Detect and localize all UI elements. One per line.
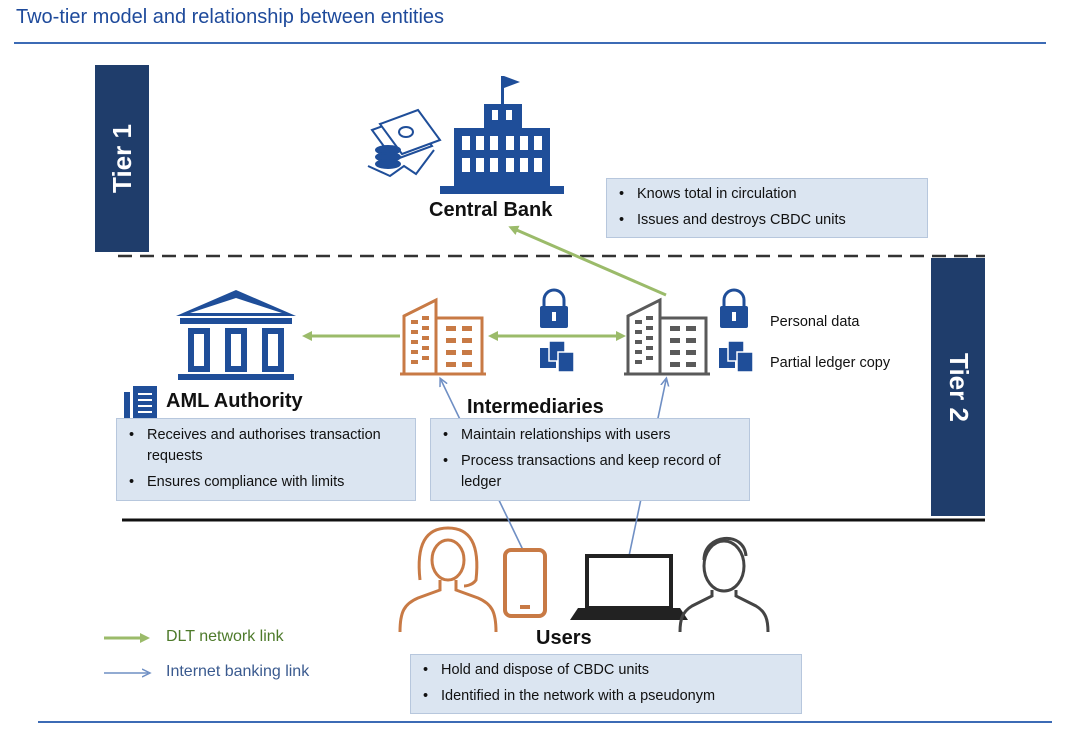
central-bank-info-box: Knows total in circulation Issues and de… (606, 178, 928, 238)
intermediary-building-icon-orange (400, 297, 486, 376)
title-divider (14, 42, 1046, 44)
dlt-link-central-bank (508, 225, 667, 297)
footer-divider (38, 721, 1052, 723)
intermediary-building-icon-gray (624, 297, 710, 376)
central-bank-label: Central Bank (429, 199, 553, 221)
central-bank-building-icon (440, 76, 564, 194)
page-title: Two-tier model and relationship between … (16, 6, 445, 28)
users-label: Users (536, 627, 592, 649)
copies-icon (719, 340, 754, 373)
central-bank-bullet: Issues and destroys CBDC units (611, 210, 919, 231)
users-bullet: Hold and dispose of CBDC units (415, 660, 793, 681)
aml-authority-label: AML Authority (166, 390, 303, 412)
legend-internet-label: Internet banking link (166, 663, 310, 680)
aml-info-box: Receives and authorises transaction requ… (116, 418, 416, 501)
intermediaries-info-box: Maintain relationships with users Proces… (430, 418, 750, 501)
tier-1-band: Tier 1 (95, 65, 149, 252)
user-male-icon (678, 537, 770, 633)
aml-bullet: Ensures compliance with limits (121, 472, 407, 493)
lock-icon (540, 288, 568, 328)
copies-icon (540, 340, 575, 373)
aml-bullet: Receives and authorises transaction requ… (121, 425, 407, 467)
user-female-icon (398, 526, 498, 633)
intermediaries-bullet: Process transactions and keep record of … (435, 451, 741, 493)
intermediaries-bullet: Maintain relationships with users (435, 425, 741, 446)
central-bank-bullet: Knows total in circulation (611, 184, 919, 205)
users-bullet: Identified in the network with a pseudon… (415, 686, 793, 707)
laptop-icon (570, 554, 688, 620)
tier-2-band: Tier 2 (931, 258, 985, 516)
aml-authority-building-icon (176, 290, 296, 380)
personal-data-label: Personal data (770, 314, 860, 330)
users-info-box: Hold and dispose of CBDC units Identifie… (410, 654, 802, 714)
lock-icon (720, 288, 748, 328)
partial-ledger-copy-label: Partial ledger copy (770, 355, 891, 371)
smartphone-icon (503, 548, 547, 618)
document-icon (124, 386, 157, 418)
legend-dlt-label: DLT network link (166, 628, 284, 645)
money-stack-icon (367, 108, 442, 178)
intermediaries-label: Intermediaries (467, 396, 604, 418)
